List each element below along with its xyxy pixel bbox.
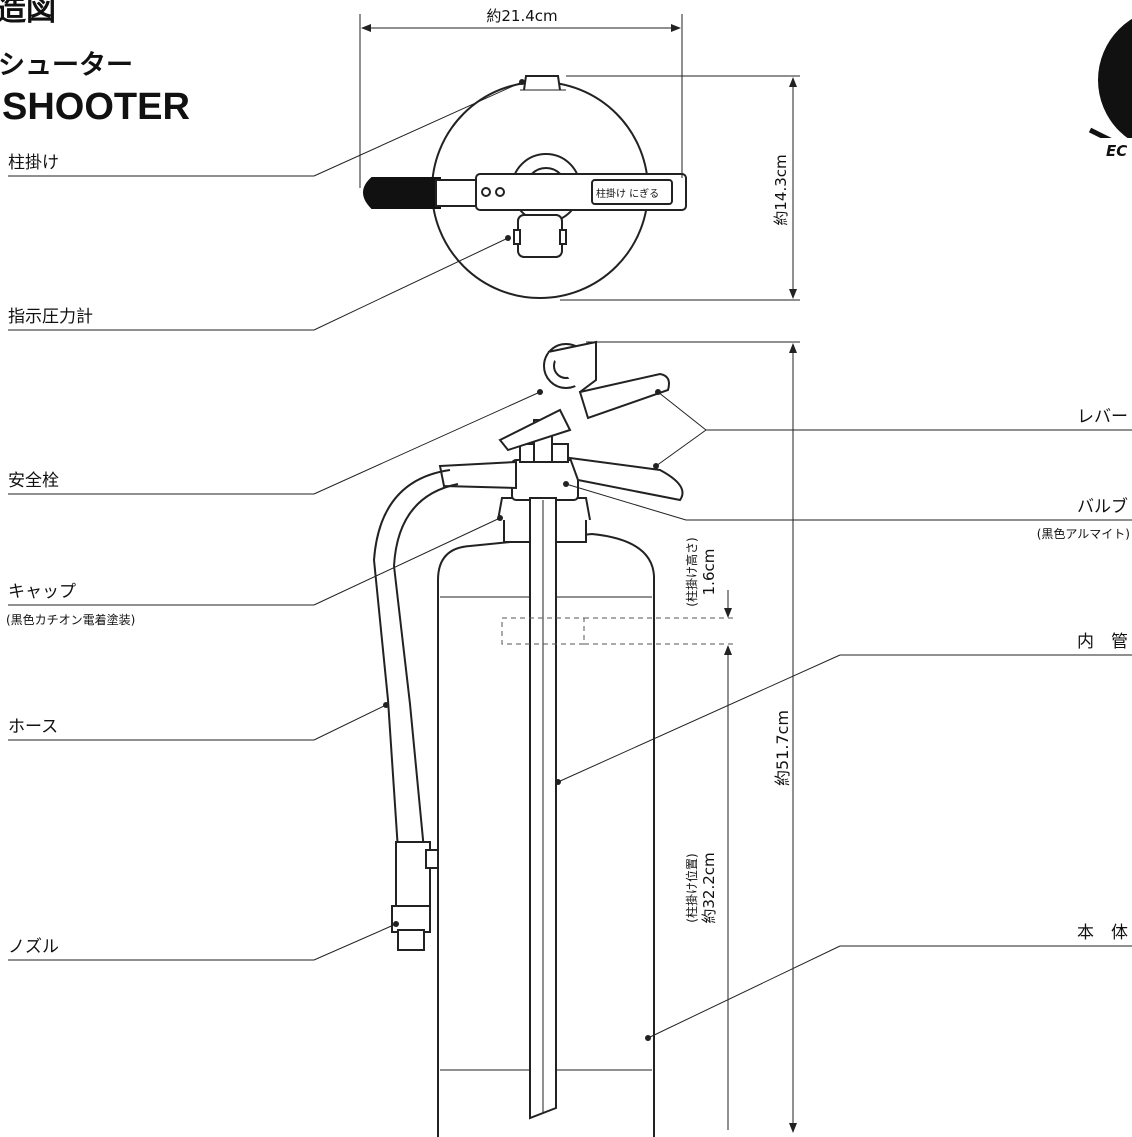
dimension-top-width: 約21.4cm xyxy=(359,7,683,188)
nozzle xyxy=(391,905,431,933)
right-callouts: レバー バルブ (黒色アルマイト) 内 管 本 体 xyxy=(555,389,1132,1041)
top-width-value: 約21.4cm xyxy=(486,7,557,25)
label-lever: レバー xyxy=(1077,407,1128,427)
total-height-value: 約51.7cm xyxy=(773,710,792,786)
label-safety-pin: 安全栓 xyxy=(8,471,59,491)
label-pillar-hook: 柱掛け xyxy=(8,153,59,173)
safety-pin xyxy=(498,408,572,452)
label-body: 本 体 xyxy=(1077,923,1128,943)
hook-position-note: (柱掛け位置) xyxy=(684,853,699,922)
hook-height-value: 1.6cm xyxy=(700,549,718,596)
top-depth-value: 約14.3cm xyxy=(772,154,790,225)
hook-position-value: 約32.2cm xyxy=(700,852,718,923)
label-valve-note: (黒色アルマイト) xyxy=(1037,527,1130,541)
diagram-heading: 造図 xyxy=(0,0,56,28)
hose xyxy=(372,469,451,851)
top-view-gauge xyxy=(517,214,563,258)
label-valve: バルブ xyxy=(1077,496,1128,517)
upper-lever xyxy=(578,372,670,420)
left-callouts: 柱掛け 指示圧力計 安全栓 キャップ (黒色カチオン電着塗装) ホース ノズル xyxy=(6,79,543,961)
product-name-jp: シューター xyxy=(0,50,133,81)
top-view-hook xyxy=(523,75,561,91)
nozzle-holder xyxy=(395,841,431,911)
brand-logo: EC xyxy=(1088,18,1132,160)
label-nozzle: ノズル xyxy=(8,937,59,957)
dimension-total-height: 約51.7cm xyxy=(586,341,800,1133)
label-inner-tube: 内 管 xyxy=(1077,632,1128,652)
label-hose: ホース xyxy=(8,717,58,737)
valve xyxy=(511,459,579,501)
dimension-hook: (柱掛け高さ) 1.6cm (柱掛け位置) 約32.2cm xyxy=(684,537,732,1130)
label-pressure-gauge: 指示圧力計 xyxy=(8,307,93,327)
product-name-en: SHOOTER xyxy=(2,86,190,128)
handle-imprint: 柱掛け にぎる xyxy=(596,187,659,200)
dimension-top-depth: 約14.3cm xyxy=(560,75,800,301)
hook-height-note: (柱掛け高さ) xyxy=(684,537,699,606)
top-view-hose-grip xyxy=(363,177,441,209)
label-cap-note: (黒色カチオン電着塗装) xyxy=(6,612,135,627)
side-view xyxy=(372,340,736,1137)
lower-lever xyxy=(568,456,684,502)
logo-text: EC xyxy=(1106,142,1127,160)
pillar-hook-band xyxy=(501,617,585,645)
label-cap: キャップ xyxy=(8,582,76,602)
top-view: 柱掛け にぎる xyxy=(363,75,687,299)
